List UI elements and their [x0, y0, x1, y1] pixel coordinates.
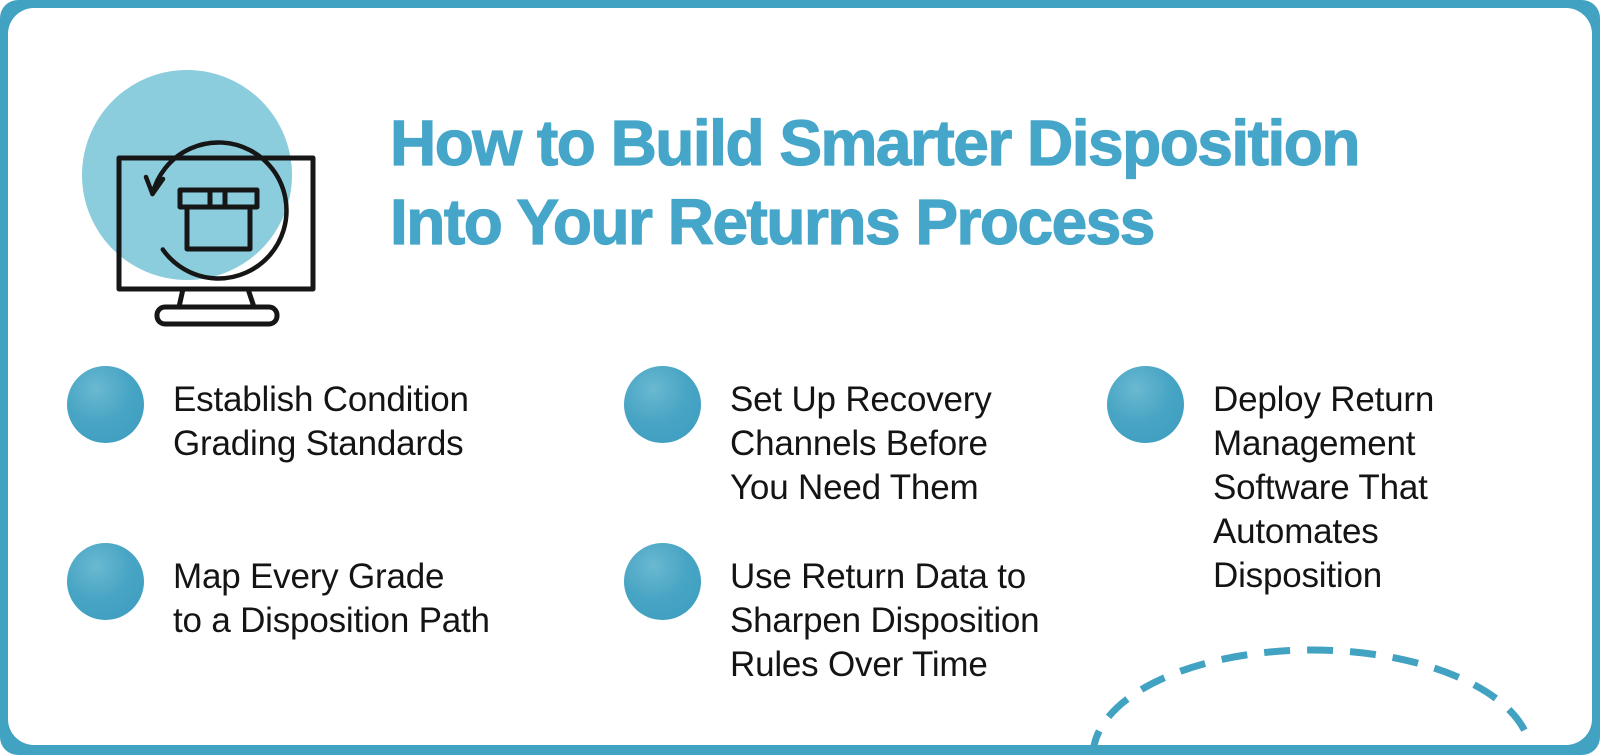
arrowhead-icon — [143, 174, 166, 197]
icon-background-circle — [82, 70, 292, 280]
bullet-text: Establish Condition Grading Standards — [173, 380, 469, 463]
list-item: Establish Condition Grading Standards — [67, 366, 469, 466]
dot-icon — [1107, 366, 1184, 443]
bullet-text: Deploy Return Management Software That A… — [1213, 380, 1435, 595]
list-item: Map Every Grade to a Disposition Path — [67, 543, 490, 643]
list-item: Use Return Data to Sharpen Disposition R… — [624, 543, 1040, 687]
circular-arrow-icon — [150, 140, 289, 281]
list-item: Set Up Recovery Channels Before You Need… — [624, 366, 992, 510]
bullet-text: Use Return Data to Sharpen Disposition R… — [730, 557, 1040, 684]
dot-icon — [624, 543, 701, 620]
bullet-text: Map Every Grade to a Disposition Path — [173, 557, 490, 640]
content-card: How to Build Smarter Disposition Into Yo… — [8, 8, 1592, 745]
monitor-base-icon — [154, 304, 280, 327]
list-item: Deploy Return Management Software That A… — [1107, 366, 1434, 598]
monitor-returns-loop-box-icon — [82, 70, 316, 327]
box-body-icon — [184, 204, 253, 252]
bullet-text: Set Up Recovery Channels Before You Need… — [730, 380, 992, 507]
dot-icon — [67, 366, 144, 443]
dot-icon — [624, 366, 701, 443]
dot-icon — [67, 543, 144, 620]
monitor-stand-icon — [176, 286, 257, 310]
monitor-screen-icon — [116, 155, 316, 292]
page-title: How to Build Smarter Disposition Into Yo… — [389, 106, 1361, 258]
